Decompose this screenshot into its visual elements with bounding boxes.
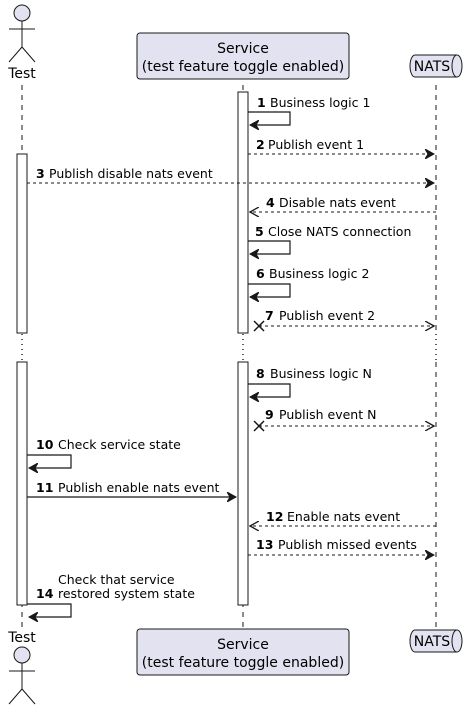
message-arrow [27, 454, 72, 468]
message-13: 13 Publish missed events [248, 537, 434, 555]
participant-service-qualifier: (test feature toggle enabled) [142, 655, 344, 671]
message-label-line: Check that service [58, 572, 175, 587]
participant-test-label: Test [7, 630, 36, 646]
message-label: Publish event 2 [279, 308, 375, 323]
message-number: 3 [36, 166, 45, 181]
message-label: Check service state [58, 437, 181, 452]
message-number: 11 [36, 480, 53, 495]
message-4: 4 Disable nats event [250, 195, 436, 212]
message-number: 6 [256, 266, 265, 281]
message-7: 7 Publish event 2 [253, 308, 434, 332]
message-number: 9 [265, 407, 274, 422]
service-activation-lower [237, 361, 249, 606]
message-number: 12 [266, 509, 283, 524]
message-label: Publish event N [279, 407, 376, 422]
participant-service-qualifier: (test feature toggle enabled) [142, 59, 344, 75]
queue-icon [409, 54, 463, 78]
actor-icon [8, 646, 36, 705]
message-10: 10 Check service state [27, 437, 181, 468]
message-label-line: restored system state [58, 586, 195, 601]
message-arrow [248, 383, 291, 397]
participant-test-top: Test [7, 4, 36, 82]
message-label: Publish missed events [278, 537, 417, 552]
message-label: Disable nats event [279, 195, 396, 210]
actor-icon [8, 4, 36, 63]
message-11: 11 Publish enable nats event [27, 480, 236, 497]
message-number: 14 [36, 586, 54, 601]
message-arrow [248, 240, 291, 254]
participant-nats-bottom: NATS [409, 629, 463, 653]
participant-service-name: Service [217, 637, 269, 653]
message-number: 2 [256, 137, 265, 152]
message-2: 2 Publish event 1 [248, 137, 434, 154]
participant-service-top: Service (test feature toggle enabled) [136, 32, 350, 80]
message-5: 5 Close NATS connection [248, 224, 411, 254]
participant-test-bottom: Test [7, 630, 36, 705]
message-number: 4 [266, 195, 275, 210]
message-label: Publish disable nats event [49, 166, 213, 181]
message-number: 8 [256, 366, 265, 381]
message-label: Publish enable nats event [58, 480, 220, 495]
message-label: Business logic 2 [269, 266, 369, 281]
message-label: Publish event 1 [268, 137, 364, 152]
participant-service-name: Service [217, 41, 269, 57]
message-8: 8 Business logic N [248, 366, 372, 397]
message-number: 1 [257, 95, 266, 110]
message-3: 3 Publish disable nats event [27, 166, 434, 183]
participant-nats-top: NATS [409, 54, 463, 78]
service-activation [237, 91, 249, 334]
message-label: Business logic N [270, 366, 372, 381]
message-9: 9 Publish event N [253, 407, 434, 432]
participant-nats-label: NATS [414, 634, 451, 650]
message-number: 10 [36, 437, 54, 452]
message-label: Business logic 1 [270, 95, 370, 110]
participant-test-label: Test [7, 66, 36, 82]
participant-box [136, 628, 350, 676]
message-number: 7 [265, 308, 274, 323]
message-number: 13 [256, 537, 273, 552]
queue-icon [409, 629, 463, 653]
participant-service-bottom: Service (test feature toggle enabled) [136, 628, 350, 676]
message-arrow [248, 283, 291, 297]
test-activation [16, 153, 28, 334]
lost-message-cross-icon [253, 320, 265, 332]
lost-message-cross-icon [253, 420, 265, 432]
activations [16, 91, 249, 606]
message-6: 6 Business logic 2 [248, 266, 369, 297]
message-arrow [248, 111, 291, 125]
participant-nats-label: NATS [414, 59, 451, 75]
test-activation-lower [16, 361, 28, 606]
message-arrow [27, 603, 72, 617]
message-label: Close NATS connection [268, 224, 411, 239]
message-number: 5 [255, 224, 264, 239]
message-label: Enable nats event [287, 509, 400, 524]
participant-box [136, 32, 350, 80]
message-12: 12 Enable nats event [250, 509, 436, 526]
message-1: 1 Business logic 1 [248, 95, 370, 125]
